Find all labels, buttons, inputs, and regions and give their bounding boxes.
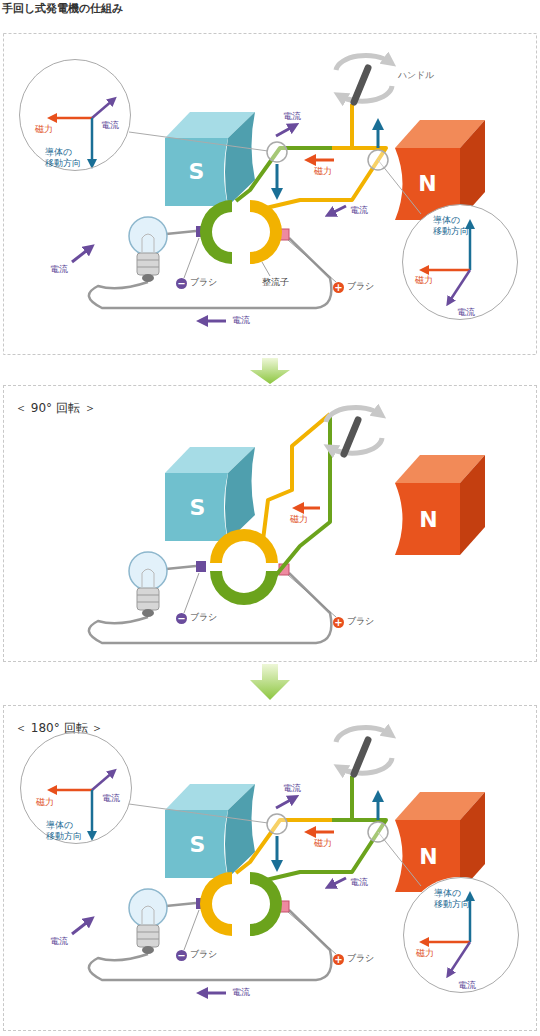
force-label: 磁力 — [416, 948, 434, 959]
commutator-half — [210, 571, 278, 605]
pole-letter: N — [419, 846, 437, 868]
current-label: 電流 — [101, 120, 119, 131]
force-label: 磁力 — [314, 166, 332, 177]
magnets — [165, 784, 485, 892]
bulb-circuit — [89, 889, 336, 980]
step-heading: ＜ 90° 回転 ＞ — [15, 401, 96, 415]
current-label: 電流 — [232, 315, 250, 326]
step-panel: ＜ 90° 回転 ＞ S N — [3, 385, 537, 662]
pole-letter: N — [418, 173, 436, 195]
current-label: 電流 — [232, 987, 250, 998]
panel-2-parts — [89, 447, 485, 643]
force-arrow — [298, 507, 320, 510]
polarity-sign: − — [176, 950, 187, 961]
current-label: 電流 — [283, 111, 301, 122]
brush-label: ブラシ — [190, 612, 217, 623]
magnet-pole: S — [166, 474, 229, 542]
annotations — [20, 732, 517, 993]
brush-label: ブラシ — [347, 616, 374, 627]
force-label: 磁力 — [415, 275, 433, 286]
motion-label: 導体の 移動方向 — [433, 215, 470, 237]
brush-label: ブラシ — [190, 949, 217, 960]
step-panel: ＜ 180° 回転 ＞SN電流磁力導体の 移動方向導体の 移動方向磁力電流 — [3, 705, 537, 1031]
pole-letter: S — [190, 497, 206, 519]
magnet-pole: S — [165, 138, 228, 206]
polarity-sign: − — [176, 278, 187, 289]
panel-frame — [4, 34, 537, 355]
vector-callout: 電流 磁力導体の 移動方向 — [19, 59, 131, 171]
brush-label: ブラシ — [347, 953, 374, 964]
brush-label: ブラシ — [347, 281, 374, 292]
magnet-pole: N — [396, 821, 461, 893]
current-label: 電流 — [102, 793, 120, 804]
force-label: 磁力 — [35, 124, 53, 135]
magnet-pole: N — [395, 148, 460, 220]
annotations — [20, 60, 517, 321]
motion-label: 導体の 移動方向 — [434, 888, 471, 910]
commutator-half — [210, 529, 278, 563]
step-arrow — [250, 664, 290, 700]
motion-label: 導体の 移動方向 — [45, 147, 91, 169]
bulb-circuit — [89, 552, 336, 643]
force-label: 磁力 — [36, 797, 54, 808]
pole-letter: N — [419, 509, 437, 531]
polarity-sign: + — [333, 954, 344, 965]
magnet-pole: S — [166, 811, 229, 879]
current-label: 電流 — [458, 980, 476, 991]
current-label: 電流 — [350, 877, 368, 888]
current-label: 電流 — [457, 307, 475, 318]
handle — [326, 408, 382, 454]
commutator-label: 整流子 — [262, 277, 289, 288]
bulb-circuit — [89, 217, 336, 308]
vector-callout: 電流 磁力導体の 移動方向 — [20, 732, 132, 844]
pole-letter: S — [190, 834, 206, 856]
vector-callout: 導体の 移動方向磁力電流 — [402, 204, 518, 320]
magnets — [165, 112, 485, 220]
force-label: 磁力 — [290, 514, 308, 525]
panel-3-parts — [20, 728, 517, 993]
polarity-sign: + — [333, 617, 344, 628]
leader-line — [262, 262, 270, 276]
handle-label: ハンドル — [398, 70, 434, 81]
vector-callout: 導体の 移動方向磁力電流 — [403, 877, 519, 993]
coil-wire — [272, 414, 330, 580]
current-label: 電流 — [283, 783, 301, 794]
brush-label: ブラシ — [190, 277, 217, 288]
current-label: 電流 — [50, 936, 68, 947]
polarity-sign: − — [176, 613, 187, 624]
diagram-title: 手回し式発電機の仕組み — [2, 1, 123, 16]
polarity-sign: + — [333, 282, 344, 293]
current-label: 電流 — [50, 264, 68, 275]
step-arrow — [250, 358, 290, 384]
force-label: 磁力 — [314, 838, 332, 849]
magnets — [165, 447, 485, 555]
handle — [336, 56, 392, 102]
pole-letter: S — [189, 161, 205, 183]
handle — [336, 728, 392, 774]
motion-label: 導体の 移動方向 — [46, 820, 92, 842]
magnet-pole: N — [396, 484, 461, 556]
current-label: 電流 — [350, 205, 368, 216]
